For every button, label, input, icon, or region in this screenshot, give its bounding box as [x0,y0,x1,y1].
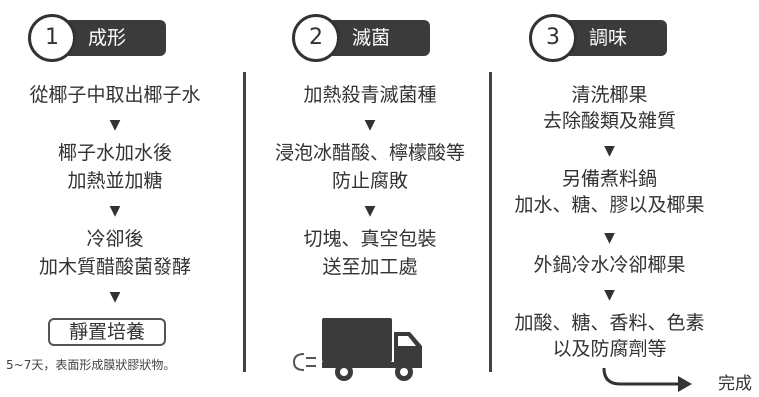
step-text: 切塊、真空包裝 [303,228,437,250]
down-arrow-icon: ▼ [364,117,376,133]
step-title: 調味 [559,20,667,56]
down-arrow-icon: ▼ [109,117,121,133]
step-text: 送至加工處 [322,256,418,278]
column-divider [489,72,492,372]
down-arrow-icon: ▼ [364,203,376,219]
step-number: 1 [28,14,76,62]
step-text: 加熱殺青滅菌種 [303,84,437,106]
culture-note: 5~7天，表面形成膜狀膠狀物。 [6,358,176,372]
step-title: 成形 [58,20,166,56]
column-divider [243,72,246,372]
step-text: 加酸、糖、香料、色素 [514,312,705,334]
step-number: 3 [529,14,577,62]
step-text: 加熱並加糖 [67,170,163,192]
step-text: 去除酸類及雜質 [542,110,676,132]
down-arrow-icon: ▼ [604,287,615,303]
step-text: 外鍋冷水冷卻椰果 [533,254,686,276]
delivery-truck-icon [292,318,422,381]
step-text: 從椰子中取出椰子水 [29,84,201,106]
step-text: 冷卻後 [86,228,144,250]
step-title: 滅菌 [322,20,430,56]
down-arrow-icon: ▼ [109,203,121,219]
step-number: 2 [292,14,340,62]
step-text: 加水、糖、膠以及椰果 [514,194,705,216]
down-arrow-icon: ▼ [604,143,615,159]
step-text: 椰子水加水後 [57,142,172,164]
static-culture-box: 靜置培養 [48,318,166,346]
finish-label: 完成 [718,374,752,394]
down-arrow-icon: ▼ [109,289,121,305]
step-text: 防止腐敗 [331,170,408,192]
step-text: 浸泡冰醋酸、檸檬酸等 [274,142,465,164]
step-text: 以及防腐劑等 [552,338,667,360]
step-column-sterilization: 2 滅菌 加熱殺青滅菌種 ▼ 浸泡冰醋酸、檸檬酸等 防止腐敗 ▼ 切塊、真空包裝… [250,0,490,397]
finish-arrow-icon [602,367,692,392]
step-column-forming: 1 成形 從椰子中取出椰子水 ▼ 椰子水加水後 加熱並加糖 ▼ 冷卻後 加木質醋… [0,0,230,397]
step-column-seasoning: 3 調味 清洗椰果 去除酸類及雜質 ▼ 另備煮料鍋 加水、糖、膠以及椰果 ▼ 外… [497,0,722,397]
step-text: 加木質醋酸菌發酵 [38,256,191,278]
step-text: 清洗椰果 [571,84,648,106]
down-arrow-icon: ▼ [604,230,615,246]
step-text: 另備煮料鍋 [561,168,657,190]
